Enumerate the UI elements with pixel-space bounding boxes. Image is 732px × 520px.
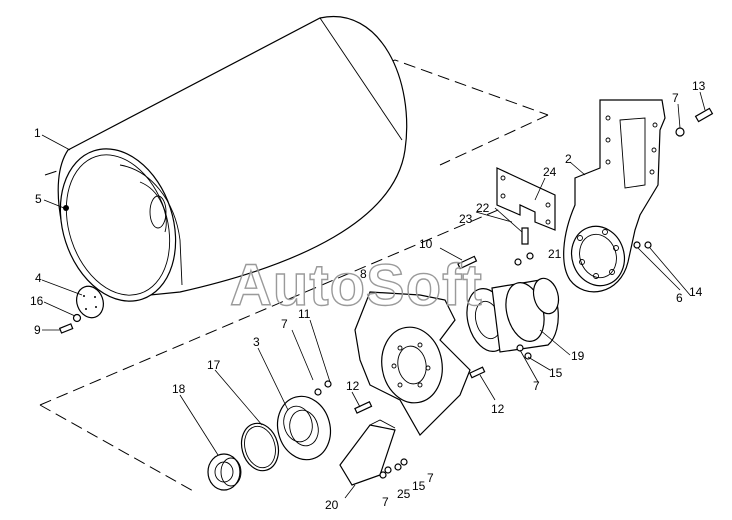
bearing xyxy=(207,453,242,491)
callout-25: 25 xyxy=(397,487,411,501)
clamp-plate xyxy=(339,419,396,486)
callout-7-bottom-right: 7 xyxy=(427,471,434,485)
callout-15-bottom: 15 xyxy=(412,479,426,493)
dot-5 xyxy=(63,205,69,211)
callouts: 1 5 4 16 9 2 24 22 23 10 21 8 13 7 14 6 … xyxy=(30,79,706,512)
callout-7-mid: 7 xyxy=(281,317,288,331)
callout-18: 18 xyxy=(172,382,186,396)
flange-housing xyxy=(276,395,332,461)
drum-shell xyxy=(57,15,408,302)
callout-13: 13 xyxy=(692,79,706,93)
mounting-bracket xyxy=(563,99,666,293)
callout-20: 20 xyxy=(325,498,339,512)
callout-7-bottom: 7 xyxy=(382,495,389,509)
callout-11: 11 xyxy=(298,307,311,321)
callout-16: 16 xyxy=(30,294,44,308)
callout-21: 21 xyxy=(548,247,562,261)
callout-24: 24 xyxy=(543,165,557,179)
callout-19: 19 xyxy=(571,349,585,363)
gasket-plate xyxy=(496,167,556,231)
callout-23: 23 xyxy=(459,212,473,226)
callout-5: 5 xyxy=(35,192,42,206)
callout-2: 2 xyxy=(565,152,572,166)
callout-14: 14 xyxy=(689,285,703,299)
bolt-9 xyxy=(58,323,74,334)
leader-lines xyxy=(41,91,706,499)
callout-12-right: 12 xyxy=(491,402,505,416)
washer-16 xyxy=(72,313,82,323)
callout-9: 9 xyxy=(34,323,41,337)
callout-22: 22 xyxy=(476,201,490,215)
callout-4: 4 xyxy=(35,271,42,285)
watermark: AutoSoft xyxy=(230,253,483,318)
callout-6: 6 xyxy=(676,291,683,305)
cover-disc xyxy=(76,285,104,319)
assembly-outline xyxy=(39,59,549,493)
callout-10: 10 xyxy=(419,237,433,251)
callout-7-top: 7 xyxy=(672,91,679,105)
bolts-and-washers xyxy=(314,107,714,479)
callout-12-left: 12 xyxy=(346,379,360,393)
callout-3: 3 xyxy=(253,335,260,349)
callout-15-right: 15 xyxy=(549,366,563,380)
spider-plate xyxy=(354,291,471,436)
o-ring xyxy=(240,422,280,472)
callout-7-right: 7 xyxy=(533,379,540,393)
hub-motor xyxy=(466,277,560,353)
callout-1: 1 xyxy=(34,126,41,140)
callout-8: 8 xyxy=(360,267,367,281)
callout-17: 17 xyxy=(207,358,221,372)
